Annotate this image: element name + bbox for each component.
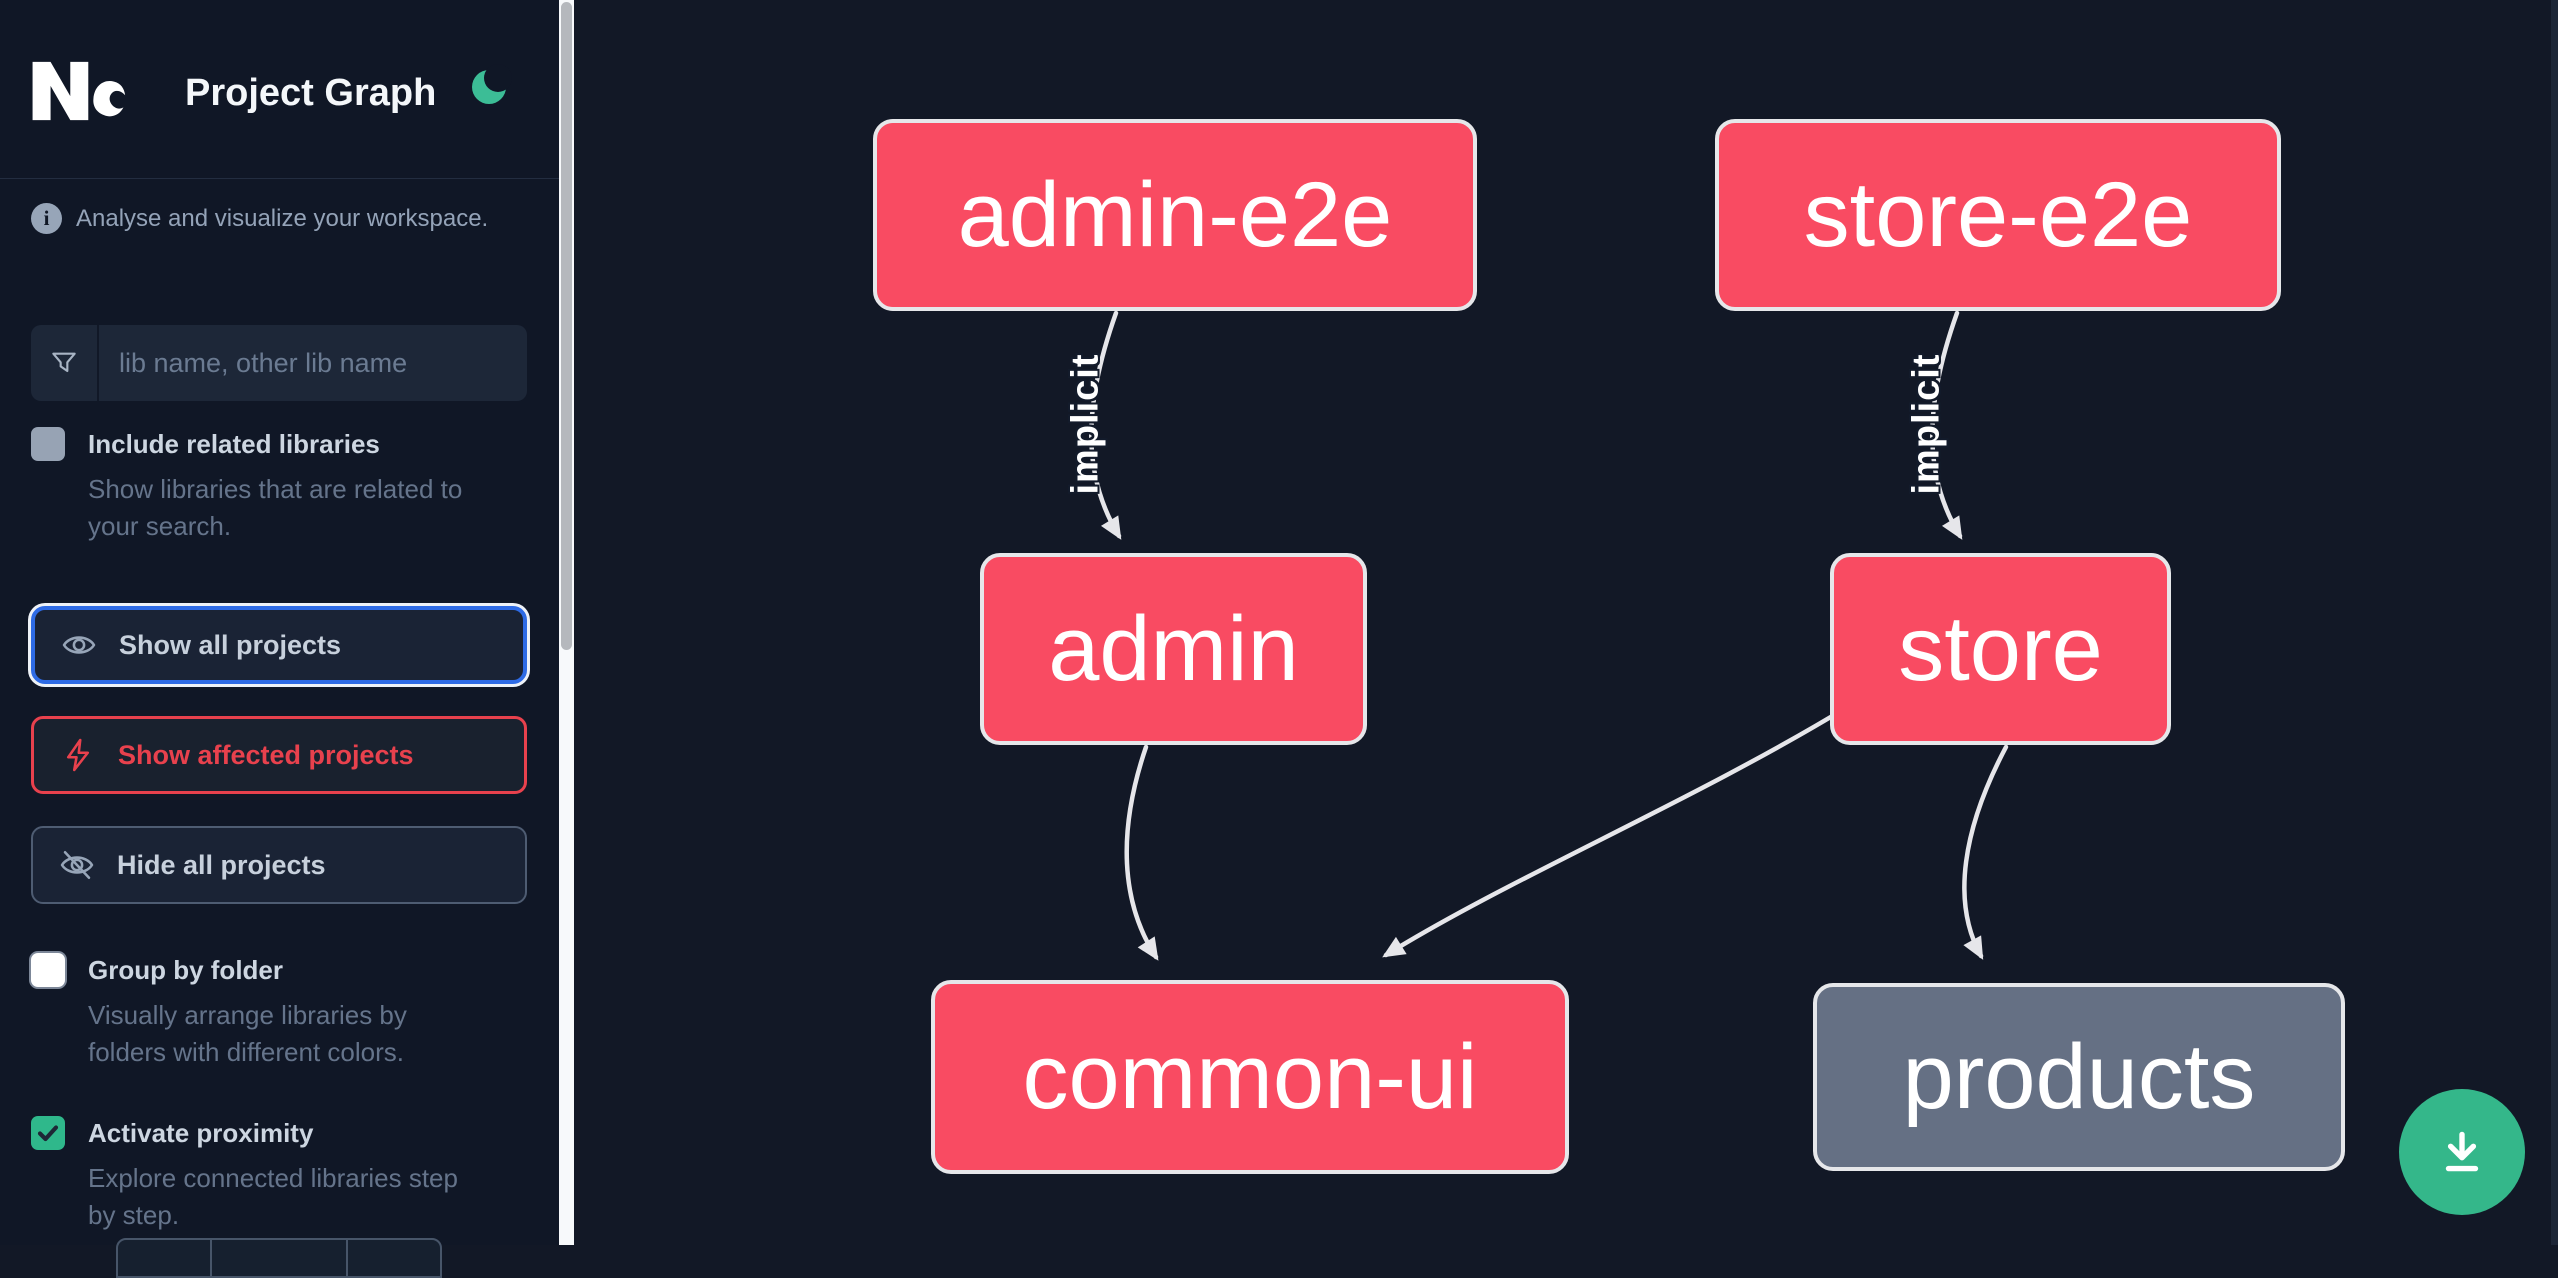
bolt-icon <box>66 738 90 772</box>
node-label: store <box>1898 598 2103 700</box>
graph-node-store-e2e[interactable]: store-e2e <box>1715 119 2281 311</box>
page-scrollbar-track <box>2551 0 2558 1245</box>
activate-proximity-checkbox[interactable] <box>31 1116 65 1150</box>
eye-icon <box>62 636 96 654</box>
download-icon <box>2445 1131 2479 1172</box>
button-label: Hide all projects <box>117 849 326 880</box>
group-by-folder-checkbox[interactable] <box>31 953 65 987</box>
option-label: Activate proximity <box>88 1117 314 1148</box>
stepper-value <box>210 1240 346 1276</box>
option-label: Include related libraries <box>88 428 380 459</box>
show-all-projects-button[interactable]: Show all projects <box>31 606 527 684</box>
edge-store-common-ui <box>1382 703 1852 958</box>
theme-toggle-button[interactable] <box>466 63 514 111</box>
button-label: Show all projects <box>119 629 342 660</box>
edge-admin-common-ui <box>1124 744 1159 961</box>
download-graph-button[interactable] <box>2399 1089 2525 1215</box>
option-label: Group by folder <box>88 954 283 985</box>
button-label: Show affected projects <box>118 739 414 770</box>
edge-label-implicit: implicit <box>1064 353 1107 495</box>
sidebar-header: Project Graph <box>0 0 559 179</box>
stepper-decrement[interactable] <box>118 1240 210 1276</box>
hide-all-projects-button[interactable]: Hide all projects <box>31 826 527 904</box>
node-label: products <box>1902 1026 2256 1128</box>
page-title: Project Graph <box>185 72 437 114</box>
sidebar-scrollbar-track <box>559 0 574 1245</box>
funnel-icon <box>31 325 99 401</box>
nx-logo-icon <box>32 61 126 121</box>
show-affected-projects-button[interactable]: Show affected projects <box>31 716 527 794</box>
graph-node-products[interactable]: products <box>1813 983 2345 1171</box>
option-include-related: Include related libraries Show libraries… <box>31 427 527 545</box>
info-icon: i <box>31 203 62 234</box>
option-activate-proximity: Activate proximity Explore connected lib… <box>31 1116 527 1234</box>
eye-off-icon <box>60 850 94 880</box>
option-description: Show libraries that are related to your … <box>88 474 463 541</box>
filter-input[interactable] <box>99 325 527 401</box>
proximity-stepper[interactable] <box>116 1238 442 1278</box>
graph-node-admin[interactable]: admin <box>980 553 1367 745</box>
node-label: admin <box>1048 598 1299 700</box>
sidebar-scrollbar-thumb[interactable] <box>561 2 572 650</box>
search-box <box>31 325 527 401</box>
edge-store-products <box>1962 744 2009 960</box>
option-group-by-folder: Group by folder Visually arrange librari… <box>31 953 527 1071</box>
sidebar: Project Graph i Analyse and visualize yo… <box>0 0 559 1278</box>
node-label: admin-e2e <box>957 164 1393 266</box>
node-label: common-ui <box>1022 1026 1478 1128</box>
edge-label-implicit: implicit <box>1905 353 1948 495</box>
graph-node-common-ui[interactable]: common-ui <box>931 980 1569 1174</box>
graph-node-admin-e2e[interactable]: admin-e2e <box>873 119 1477 311</box>
stepper-increment[interactable] <box>346 1240 440 1276</box>
workspace-info: i Analyse and visualize your workspace. <box>31 203 488 234</box>
option-description: Explore connected libraries step by step… <box>88 1163 458 1230</box>
moon-icon <box>472 63 512 104</box>
tagline-text: Analyse and visualize your workspace. <box>76 204 489 232</box>
include-related-checkbox[interactable] <box>31 427 65 461</box>
option-description: Visually arrange libraries by folders wi… <box>88 1000 407 1067</box>
graph-node-store[interactable]: store <box>1830 553 2171 745</box>
check-icon <box>37 1125 59 1142</box>
node-label: store-e2e <box>1803 164 2193 266</box>
